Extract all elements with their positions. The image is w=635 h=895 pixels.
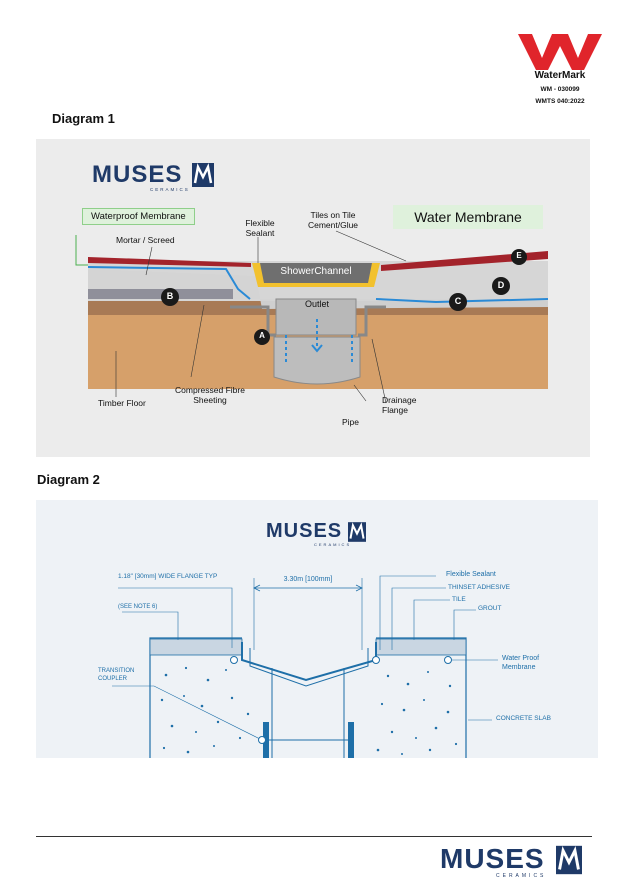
- watermark-standard: WMTS 040:2022: [535, 98, 585, 105]
- muses-mark-icon: [192, 163, 214, 187]
- label-wide-flange: 1.18" [30mm] WIDE FLANGE TYP: [118, 573, 218, 580]
- diagram2-heading: Diagram 2: [37, 472, 100, 487]
- marker-e: [511, 249, 527, 265]
- label-flexible-sealant: Flexible Sealant: [245, 218, 275, 238]
- label-thinset: THINSET ADHESIVE: [448, 584, 511, 591]
- footer-brand-sub: CERAMICS: [496, 873, 547, 879]
- label-timber-floor: Timber Floor: [98, 398, 146, 408]
- diagram2-panel: MUSES CERAMICS 1.18" [30mm] WIDE FLANGE …: [36, 500, 598, 758]
- diagram2-drawing: [112, 575, 498, 758]
- label-concrete-slab: CONCRETE SLAB: [496, 715, 551, 722]
- footer-rule: [36, 836, 592, 837]
- label-compressed-fibre: Compressed Fibre Sheeting: [175, 385, 245, 405]
- diagram1-drawing: [75, 230, 549, 404]
- label-tile: TILE: [452, 596, 466, 603]
- marker-b: [161, 288, 179, 306]
- marker-a-label: A: [259, 331, 265, 340]
- label-grout: GROUT: [478, 605, 502, 612]
- marker-a: [254, 329, 270, 345]
- diagram2-brand-sub: CERAMICS: [314, 542, 352, 547]
- marker-d-label: D: [497, 280, 505, 290]
- marker-d: [492, 277, 510, 295]
- label-tiles-on-tile: Tiles on Tile Cement/Glue: [307, 210, 359, 230]
- label-shower-channel: ShowerChannel: [280, 266, 352, 277]
- label-transition-coupler: TRANSITION COUPLER: [98, 668, 135, 682]
- diagram1-heading: Diagram 1: [52, 111, 115, 126]
- watermark-logo-icon: [518, 34, 602, 70]
- diagram2-brand: MUSES CERAMICS: [266, 520, 376, 548]
- label-pipe: Pipe: [342, 417, 360, 427]
- muses-mark-icon: [556, 845, 582, 875]
- label-waterproof-membrane: Waterproof Membrane: [82, 208, 195, 225]
- watermark-brand: WaterMark: [534, 70, 586, 81]
- diagram1-brand-name: MUSES: [92, 161, 183, 188]
- marker-c-label: C: [454, 296, 462, 306]
- label-water-proof-membrane: Water Proof Membrane: [502, 655, 540, 671]
- diagram2-brand-name: MUSES: [266, 520, 343, 542]
- marker-c: [449, 293, 467, 311]
- diagram1-brand-sub: CERAMICS: [150, 187, 190, 192]
- label-water-membrane: Water Membrane: [393, 205, 543, 229]
- diagram1-brand: MUSES CERAMICS: [92, 161, 222, 193]
- label-flexible-sealant-2: Flexible Sealant: [446, 571, 496, 578]
- footer-brand-name: MUSES: [440, 843, 545, 874]
- marker-e-label: E: [516, 251, 522, 260]
- label-drainage-flange: Drainage Flange: [382, 395, 417, 415]
- label-see-note: (SEE NOTE 6): [118, 604, 158, 610]
- footer-brand: MUSES CERAMICS: [440, 843, 590, 881]
- diagram1-panel: MUSES CERAMICS Waterproof Membrane Morta…: [36, 139, 590, 457]
- marker-b-label: B: [166, 291, 174, 301]
- label-dimension: 3.30m [100mm]: [283, 576, 333, 583]
- watermark-licence: WM - 030099: [540, 86, 580, 93]
- muses-mark-icon: [348, 522, 366, 542]
- label-outlet: Outlet: [304, 299, 329, 309]
- watermark-badge: WaterMark WM - 030099 WMTS 040:2022: [510, 30, 610, 110]
- label-mortar-screed: Mortar / Screed: [116, 235, 175, 245]
